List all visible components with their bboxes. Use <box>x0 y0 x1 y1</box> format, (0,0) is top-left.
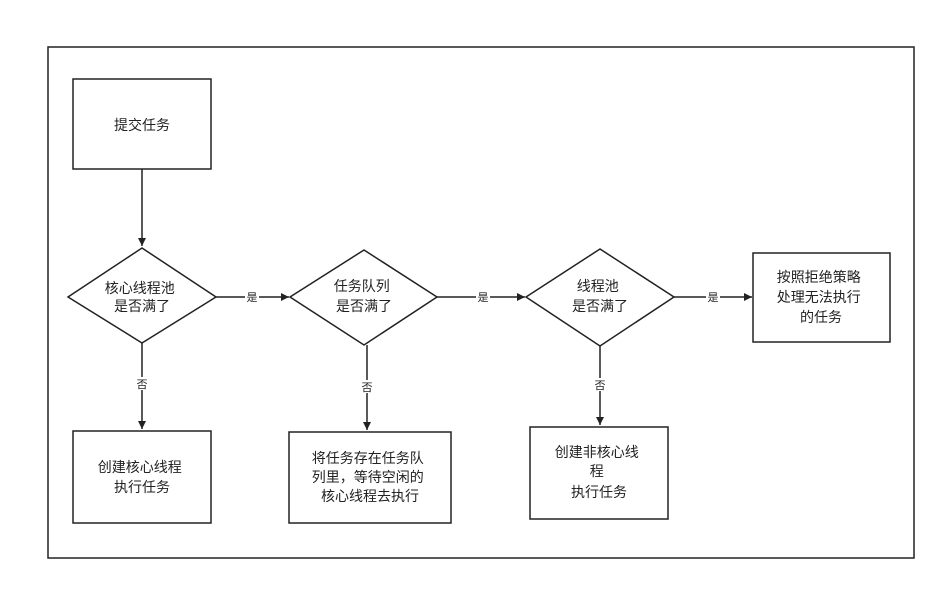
decision-diamond <box>288 249 439 346</box>
edge-label-text: 否 <box>595 379 606 392</box>
edge-label-pool-no: 否 <box>593 378 607 392</box>
node-label: 将任务存在任务队 列里，等待空闲的 核心线程去执行 <box>312 451 428 505</box>
node-create-noncore-thread: 创建非核心线 程 执行任务 <box>529 426 669 520</box>
node-reject-task: 按照拒绝策略 处理无法执行 的任务 <box>752 252 891 343</box>
edge-label-text: 是 <box>478 291 489 304</box>
node-label: 核心线程池 是否满了 <box>105 281 179 315</box>
node-label: 创建核心线程 执行任务 <box>98 460 186 496</box>
edge-label-core-yes: 是 <box>245 290 259 304</box>
process-box <box>529 426 669 520</box>
edge-label-pool-yes: 是 <box>706 290 720 304</box>
node-submit-task: 提交任务 <box>72 78 212 170</box>
decision-diamond <box>524 248 676 347</box>
edge-label-text: 是 <box>708 291 719 304</box>
process-box <box>752 252 891 343</box>
node-create-core-thread: 创建核心线程 执行任务 <box>72 430 212 524</box>
node-label: 任务队列 是否满了 <box>334 279 394 315</box>
node-label: 线程池 是否满了 <box>572 279 628 315</box>
node-queue-full: 任务队列 是否满了 <box>288 249 439 346</box>
diagram-frame <box>47 46 915 559</box>
process-box <box>72 78 212 170</box>
process-box <box>288 431 452 524</box>
process-box <box>72 430 212 524</box>
node-label: 创建非核心线 程 执行任务 <box>555 445 643 501</box>
edge-label-queue-no: 否 <box>360 380 374 394</box>
node-label: 按照拒绝策略 处理无法执行 的任务 <box>777 269 865 326</box>
edge-label-queue-yes: 是 <box>476 290 490 304</box>
node-core-pool-full: 核心线程池 是否满了 <box>66 247 218 344</box>
edge-label-text: 否 <box>137 378 148 391</box>
decision-diamond <box>66 247 218 344</box>
edge-label-text: 否 <box>362 381 373 394</box>
node-label: 提交任务 <box>114 117 170 134</box>
edge-label-core-no: 否 <box>135 377 149 391</box>
node-thread-pool-full: 线程池 是否满了 <box>524 248 676 347</box>
node-enqueue-task: 将任务存在任务队 列里，等待空闲的 核心线程去执行 <box>288 431 452 524</box>
edge-label-text: 是 <box>247 291 258 304</box>
